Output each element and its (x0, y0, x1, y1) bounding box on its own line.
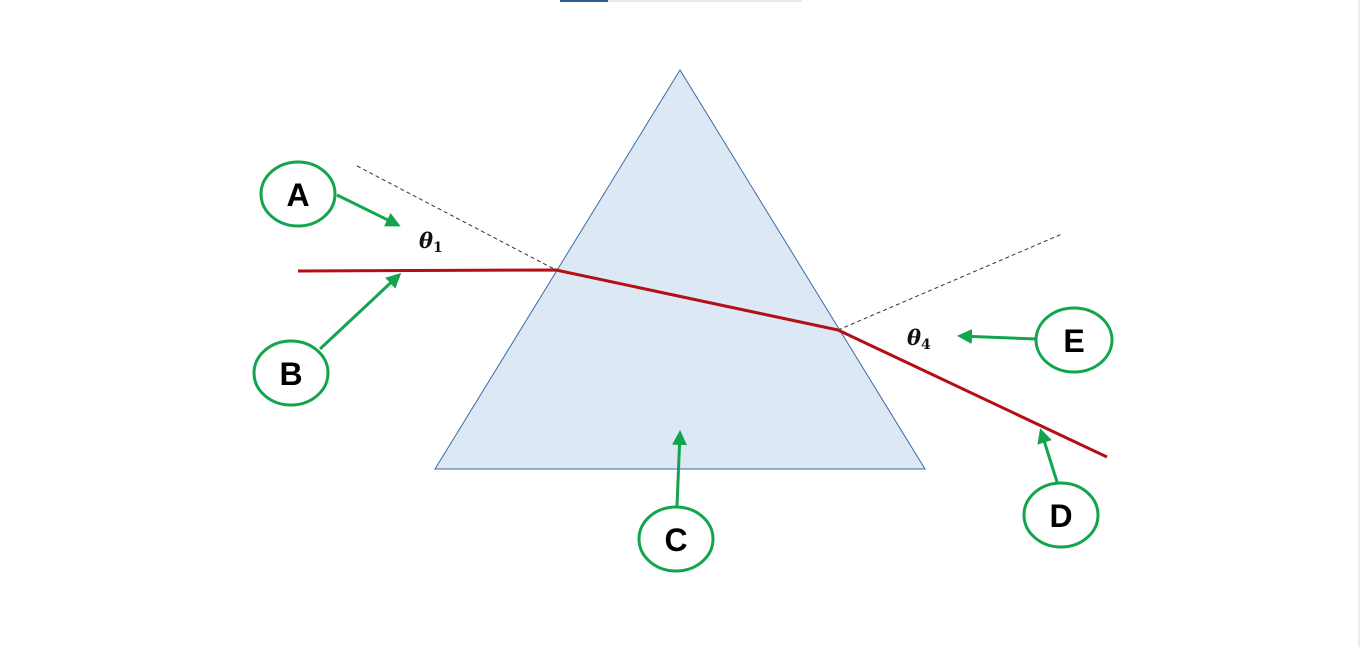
callout-c: C (637, 505, 715, 573)
arrow-a (336, 193, 401, 227)
callout-e-circle (1034, 306, 1114, 374)
normal-line-entry (356, 165, 557, 271)
callout-e-label: E (1063, 323, 1084, 359)
light-ray (297, 268, 1108, 459)
callout-a-label: A (286, 177, 309, 213)
callout-c-circle (637, 505, 715, 573)
arrow-c (672, 430, 688, 507)
top-strip (608, 0, 802, 2)
arrow-b (318, 272, 402, 351)
callout-d-circle (1022, 481, 1100, 549)
top-strip-accent (560, 0, 608, 2)
callout-c-label: C (664, 522, 687, 558)
callout-b-label: B (279, 356, 302, 392)
angle-label-theta1: θ1 (419, 228, 443, 256)
angle-label-theta4: θ4 (907, 325, 931, 353)
normal-line-exit (837, 233, 1063, 331)
callout-a: A (259, 160, 337, 228)
arrow-d (1037, 428, 1060, 486)
callout-a-circle (259, 160, 337, 228)
callout-d-label: D (1049, 498, 1072, 534)
callout-b-circle (252, 339, 330, 407)
callout-b: B (252, 339, 330, 407)
callout-e: E (1034, 306, 1114, 374)
callout-d: D (1022, 481, 1100, 549)
arrow-e (957, 328, 1037, 344)
